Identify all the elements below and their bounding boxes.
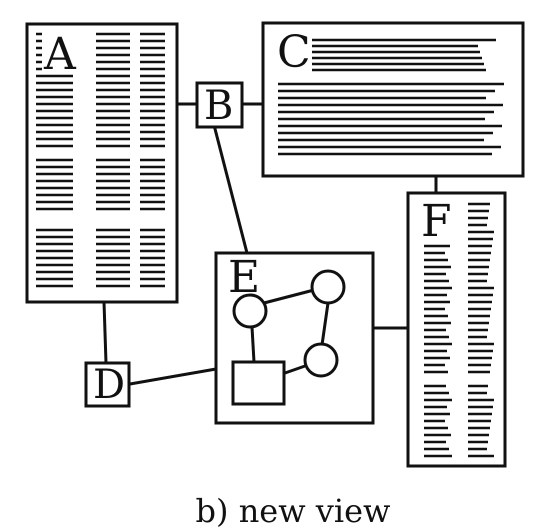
connectors — [102, 102, 438, 386]
node-b-frame — [195, 81, 244, 129]
panel-f-label-bg — [420, 200, 460, 240]
panel-f-text-lines — [424, 202, 494, 458]
panel-c: C — [261, 21, 525, 178]
graph-node-square — [231, 360, 286, 406]
graph-node-circle — [310, 269, 346, 305]
node-c-label: C — [277, 27, 311, 78]
node-b-label: B — [204, 83, 233, 129]
panel-f: F — [406, 191, 507, 468]
figure-caption: b) new view — [196, 492, 391, 528]
edge-b-e — [212, 124, 249, 254]
edge-a-d — [102, 301, 108, 364]
node-d: D — [84, 361, 131, 408]
graph-edge — [263, 288, 315, 305]
panel-a-label-bg — [42, 32, 82, 72]
graph-node-circle — [232, 293, 268, 329]
graph-edge — [250, 326, 256, 363]
node-d-frame — [84, 361, 131, 408]
graph-edge — [284, 364, 306, 375]
node-f-label: F — [421, 196, 452, 247]
panel-a-text-lines — [36, 32, 165, 288]
edge-d-e — [129, 367, 217, 386]
node-a-label: A — [43, 29, 77, 80]
node-b: B — [195, 81, 244, 129]
graph-node-circle — [303, 342, 339, 378]
panel-a-frame — [25, 22, 179, 304]
graph-edge — [320, 302, 330, 346]
panel-a: A — [25, 22, 179, 304]
panel-c-text-lines — [278, 38, 504, 156]
panel-e: E — [214, 251, 375, 425]
panel-e-graph-edges — [250, 288, 330, 375]
panel-c-frame — [261, 21, 525, 178]
node-d-label: D — [93, 362, 125, 408]
